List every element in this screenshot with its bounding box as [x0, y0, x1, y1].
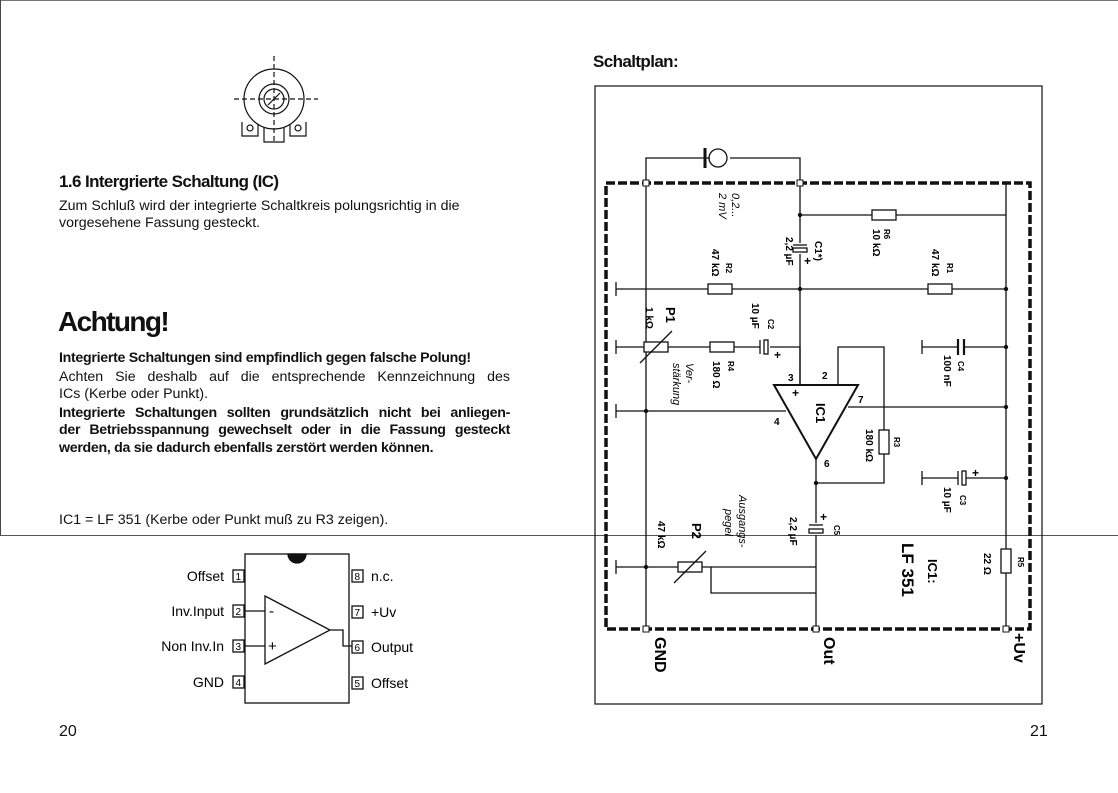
pin-label-3: Non Inv.In	[161, 638, 224, 654]
warning-title: Achtung!	[58, 306, 170, 337]
warning-bold-4: werden, da sie dadurch ebenfalls zerstör…	[59, 440, 434, 456]
uv-label: +Uv	[1010, 633, 1027, 663]
p1-name: P1	[663, 307, 678, 323]
r1-name: R1	[945, 263, 954, 274]
page-left-edge	[0, 0, 1, 535]
plus-sign-c5: +	[820, 510, 827, 524]
r1-value: 47 kΩ	[929, 249, 940, 276]
warning-line-2: Achten Sie deshalb auf die entsprechende…	[59, 369, 510, 385]
ic-type-l1: IC1:	[925, 559, 940, 584]
p2-name: P2	[689, 523, 704, 539]
ic-note: IC1 = LF 351 (Kerbe oder Punkt muß zu R3…	[59, 512, 389, 528]
pin-num-2: 2	[236, 607, 242, 618]
intro-line-1: Zum Schluß wird der integrierte Schaltkr…	[59, 198, 460, 214]
ic-label: IC1	[813, 403, 828, 423]
pin-label-6: Output	[371, 639, 413, 655]
pin-2-label: 2	[822, 371, 828, 382]
section-title: 1.6 Intergrierte Schaltung (IC)	[59, 172, 279, 191]
plus-sign-c3: +	[972, 466, 979, 480]
page-number-right: 21	[1030, 723, 1048, 740]
pin-4-label: 4	[774, 417, 780, 428]
c2-value: 10 µF	[749, 303, 760, 329]
ic-type-l2: LF 351	[898, 543, 917, 597]
r3-name: R3	[892, 437, 901, 448]
warning-bold-1: Integrierte Schaltungen sind empfindlich…	[59, 350, 471, 366]
pin-3-label: 3	[788, 373, 794, 384]
mic-sens-l1: 0,2...	[729, 193, 741, 217]
r2-name: R2	[724, 263, 733, 274]
c5-name: C5	[832, 525, 841, 536]
mic-sens-l2: 2 mV	[716, 192, 728, 220]
pin-num-3: 3	[236, 642, 242, 653]
pin-num-1: 1	[236, 572, 242, 583]
pin-num-8: 8	[355, 572, 361, 583]
c2-name: C2	[766, 319, 775, 330]
output-level-l2: pegel	[722, 508, 734, 536]
pin-label-1: Offset	[187, 568, 224, 584]
p2-value: 47 kΩ	[655, 521, 666, 548]
pin-6-label: 6	[824, 459, 830, 470]
plus-sign-c2: +	[774, 348, 781, 362]
page-number-left: 20	[59, 723, 77, 740]
c3-value: 10 µF	[941, 487, 952, 513]
warning-line-3: ICs (Kerbe oder Punkt).	[59, 386, 209, 402]
r5-name: R5	[1016, 557, 1025, 568]
warning-bold-3: der Betriebsspannung gewechselt oder in …	[59, 422, 510, 438]
gnd-label: GND	[651, 637, 668, 673]
c4-value: 100 nF	[941, 355, 952, 387]
pin-label-5: Offset	[371, 675, 408, 691]
c3-name: C3	[958, 495, 967, 506]
p1-value: 1 kΩ	[643, 307, 654, 329]
c5-value: 2,2 µF	[787, 517, 798, 546]
c1-value: 2,2 µF	[783, 237, 794, 266]
r5-value: 22 Ω	[981, 553, 992, 575]
c4-name: C4	[956, 361, 965, 372]
pin-num-4: 4	[236, 678, 242, 689]
c1-name: C1*)	[812, 241, 823, 261]
pin-num-5: 5	[355, 679, 361, 690]
pin-label-7: +Uv	[371, 604, 396, 620]
r6-name: R6	[882, 229, 891, 240]
pin-label-4: GND	[193, 674, 224, 690]
pin-label-8: n.c.	[371, 568, 394, 584]
ic-pinout-diagram: - + 1 2 3 4 8 7 6 5 Offset Inv.Input Non…	[161, 553, 413, 704]
pin-label-2: Inv.Input	[171, 603, 224, 619]
intro-line-2: vorgesehene Fassung gesteckt.	[59, 215, 261, 231]
gain-l2: stärkung	[670, 363, 682, 406]
pin-7-label: 7	[858, 395, 864, 406]
schematic-title: Schaltplan:	[593, 52, 679, 71]
r4-value: 180 Ω	[710, 361, 721, 388]
pin-num-6: 6	[355, 643, 361, 654]
warning-bold-2: Integrierte Schaltungen sollten grundsät…	[59, 405, 510, 421]
out-label: Out	[820, 637, 837, 665]
page-fold-line	[0, 535, 1118, 536]
r2-value: 47 kΩ	[709, 249, 720, 276]
circuit-schematic: 0,2... 2 mV C1*) 2,2 µF R6 10 kΩ R2 47 k…	[594, 85, 1043, 705]
r4-name: R4	[726, 361, 735, 372]
r3-value: 180 kΩ	[863, 429, 874, 462]
potentiometer-drawing	[234, 56, 318, 143]
opamp-minus: -	[269, 603, 274, 620]
opamp-plus-sign: +	[792, 386, 799, 400]
plus-sign-c1: +	[804, 254, 811, 268]
opamp-plus: +	[268, 638, 277, 655]
r6-value: 10 kΩ	[870, 229, 881, 256]
pin-num-7: 7	[355, 608, 361, 619]
output-level-l1: Ausgangs-	[736, 494, 748, 548]
page-top-line	[0, 0, 1118, 1]
gain-l1: Ver-	[683, 363, 695, 384]
